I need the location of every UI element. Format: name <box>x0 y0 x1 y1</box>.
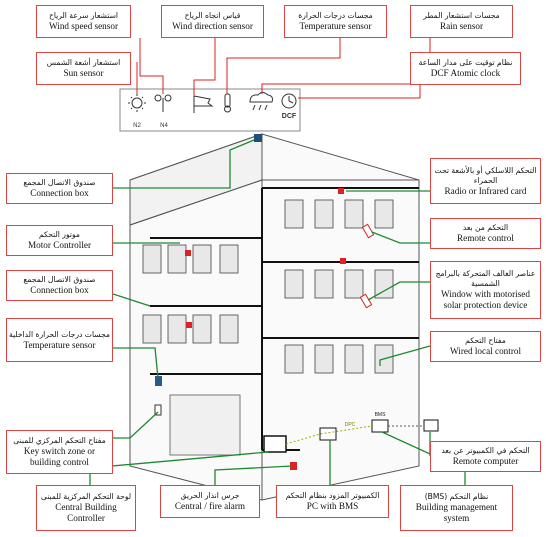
label-central-building-en: Central Building Controller <box>55 502 117 523</box>
bms-monitor-icon <box>371 419 389 433</box>
label-fire-alarm: جرس انذار الحريق Central / fire alarm <box>160 485 260 518</box>
label-wind-direction-ar: قياس اتجاه الرياح <box>184 11 241 20</box>
label-motor: موتور التحكم Motor Controller <box>6 225 113 256</box>
remote-computer-icon <box>423 419 439 432</box>
label-radio-ar: التحكم اللاسلكي أو بالأشعة تحت الحمراء <box>434 165 537 185</box>
anemometer-icon-label: N4 <box>160 123 168 129</box>
label-rain: مجسات استشعار المطر Rain sensor <box>410 5 513 38</box>
label-remote-computer-en: Remote computer <box>452 456 519 466</box>
label-pc-bms: الكمبيوتر المزود بنظام التحكم PC with BM… <box>276 485 389 518</box>
label-temperature-outside-ar: مجسات درجات الحرارة <box>298 11 373 20</box>
label-sun: استشعار أشعة الشمس Sun sensor <box>36 52 131 85</box>
label-dcf-en: DCF Atomic clock <box>430 68 501 78</box>
label-key-switch-ar: مفتاح التحكم المركزي للمبنى <box>13 436 106 445</box>
wind-vane-icon <box>193 95 214 113</box>
label-key-switch: مفتاح التحكم المركزي للمبنى Key switch z… <box>6 430 113 474</box>
red-device-markers <box>185 188 346 470</box>
label-central-building-ar: لوحة التحكم المركزية للمبنى <box>40 492 132 501</box>
label-wind-speed: استشعار سرعة الرياح Wind speed sensor <box>36 5 131 38</box>
clock-icon <box>281 93 297 109</box>
label-radio-en: Radio or Infrared card <box>444 185 527 196</box>
label-wind-direction-en: Wind direction sensor <box>172 21 253 31</box>
label-wired-en: Wired local control <box>449 346 522 356</box>
label-window-ar: عناصر الغالف المتحركة بالبرامج الشمسية <box>435 269 536 288</box>
label-wind-direction: قياس اتجاه الرياح Wind direction sensor <box>161 5 264 38</box>
label-wired-ar: مفتاح التحكم <box>465 336 506 345</box>
remote-control-icon <box>361 223 375 239</box>
ground-floor-door <box>169 394 241 456</box>
right-windows <box>284 199 394 374</box>
label-connection-box-mid: صندوق الاتصال المجمع Connection box <box>6 270 113 301</box>
temperature-sensor-device <box>155 376 162 386</box>
label-window-en: Window with motorised solar protection d… <box>441 289 530 310</box>
label-bms: نظام التحكم (BMS) Building management sy… <box>400 485 513 531</box>
label-temperature-inside-en: Temperature sensor <box>23 339 96 350</box>
anemometer-icon <box>154 94 172 112</box>
label-connection-box-mid-ar: صندوق الاتصال المجمع <box>23 275 96 284</box>
label-remote-computer-ar: التحكم في الكمبيوتر عن بعد <box>441 446 530 455</box>
label-pc-bms-ar: الكمبيوتر المزود بنظام التحكم <box>285 491 380 500</box>
label-fire-alarm-en: Central / fire alarm <box>174 501 246 511</box>
label-window: عناصر الغالف المتحركة بالبرامج الشمسية W… <box>430 261 541 319</box>
label-sun-ar: استشعار أشعة الشمس <box>46 58 121 67</box>
label-motor-ar: موتور التحكم <box>39 230 80 239</box>
label-bms-ar: نظام التحكم (BMS) <box>424 492 489 501</box>
label-connection-box-top-ar: صندوق الاتصال المجمع <box>23 178 96 187</box>
label-remote-control-ar: التحكم من بعد <box>462 223 509 232</box>
central-controller-device <box>263 435 287 453</box>
pc-monitor-icon <box>319 427 337 441</box>
label-remote-computer: التحكم في الكمبيوتر عن بعد Remote comput… <box>430 441 541 472</box>
label-connection-box-top-en: Connection box <box>30 188 89 198</box>
label-temperature-inside-ar: مجسات درجات الحرارة الداخلية <box>8 329 110 339</box>
label-motor-en: Motor Controller <box>27 240 92 250</box>
label-rain-ar: مجسات استشعار المطر <box>423 11 500 20</box>
sensor-bar <box>119 88 301 132</box>
dpc-device-label: DPC <box>345 422 356 428</box>
label-pc-bms-en: PC with BMS <box>306 501 359 511</box>
label-temperature-outside-en: Temperature sensor <box>299 21 372 31</box>
label-bms-en: Building management system <box>415 502 498 523</box>
label-radio: التحكم اللاسلكي أو بالأشعة تحت الحمراء R… <box>430 158 541 204</box>
label-wind-speed-en: Wind speed sensor <box>48 21 119 31</box>
key-switch-device <box>154 404 162 416</box>
rain-cloud-icon <box>249 92 273 111</box>
left-windows <box>142 244 239 344</box>
label-key-switch-en: Key switch zone or building control <box>23 446 96 467</box>
label-temperature-outside: مجسات درجات الحرارة Temperature sensor <box>284 5 387 38</box>
sun-icon-label: N2 <box>133 123 141 129</box>
clock-icon-label: DCF <box>282 113 297 120</box>
label-remote-control: التحكم من بعد Remote control <box>430 218 541 249</box>
label-sun-en: Sun sensor <box>63 68 104 78</box>
sun-icon <box>128 94 146 112</box>
label-wired-control: مفتاح التحكم Wired local control <box>430 331 541 362</box>
label-connection-box-mid-en: Connection box <box>30 285 89 295</box>
label-fire-alarm-ar: جرس انذار الحريق <box>180 491 240 500</box>
bms-device-label: BMS <box>375 412 387 418</box>
label-dcf-ar: نظام توقيت على مدار الساعة <box>418 58 513 67</box>
label-dcf-clock: نظام توقيت على مدار الساعة DCF Atomic cl… <box>410 52 521 85</box>
label-connection-box-top: صندوق الاتصال المجمع Connection box <box>6 173 113 204</box>
label-temperature-inside: مجسات درجات الحرارة الداخلية Temperature… <box>6 318 113 362</box>
label-remote-control-en: Remote control <box>457 233 514 243</box>
roof-connection-box <box>254 134 262 142</box>
label-rain-en: Rain sensor <box>439 21 484 31</box>
label-wind-speed-ar: استشعار سرعة الرياح <box>48 11 119 20</box>
label-central-building-controller: لوحة التحكم المركزية للمبنى Central Buil… <box>36 485 136 531</box>
